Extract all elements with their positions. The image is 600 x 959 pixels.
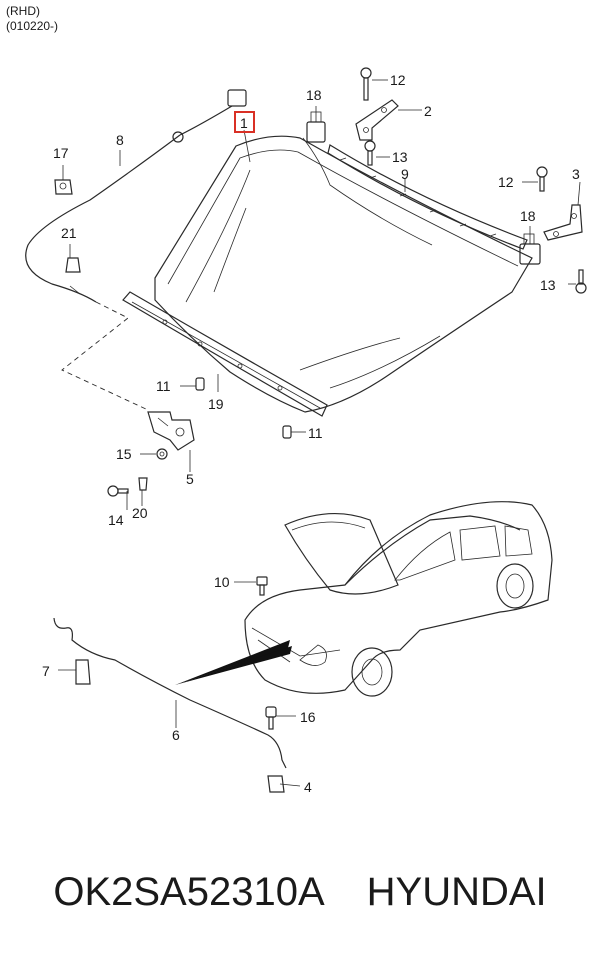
- callout-3[interactable]: 3: [572, 166, 580, 182]
- callout-7[interactable]: 7: [42, 663, 50, 679]
- callout-18-right[interactable]: 18: [520, 208, 536, 224]
- callout-12-right[interactable]: 12: [498, 174, 514, 190]
- bolt-13-left[interactable]: [364, 140, 376, 166]
- grommet-11-upper[interactable]: [195, 377, 205, 391]
- bolt-16[interactable]: [265, 706, 277, 730]
- clip-20[interactable]: [138, 477, 148, 491]
- callout-5[interactable]: 5: [186, 471, 194, 487]
- cable-clip-17[interactable]: [54, 179, 73, 195]
- hood-latch[interactable]: [147, 411, 195, 451]
- hood-weatherstrip[interactable]: [327, 144, 528, 250]
- grommet-11-lower[interactable]: [282, 425, 292, 439]
- footer-caption: OK2SA52310A HYUNDAI: [0, 852, 600, 932]
- callout-10[interactable]: 10: [214, 574, 230, 590]
- variant-label: (RHD): [6, 4, 40, 18]
- callout-8[interactable]: 8: [116, 132, 124, 148]
- callout-19[interactable]: 19: [208, 396, 224, 412]
- callout-4[interactable]: 4: [304, 779, 312, 795]
- callout-13-left[interactable]: 13: [392, 149, 408, 165]
- callout-20[interactable]: 20: [132, 505, 148, 521]
- callout-12-left[interactable]: 12: [390, 72, 406, 88]
- hood-hinge-left[interactable]: [355, 99, 399, 141]
- callout-18-left[interactable]: 18: [306, 87, 322, 103]
- routing-dashed-line: [61, 301, 149, 411]
- clip-4[interactable]: [267, 775, 285, 793]
- callout-11-upper[interactable]: 11: [156, 378, 171, 394]
- front-reinforcement-panel[interactable]: [122, 291, 328, 417]
- callout-6[interactable]: 6: [172, 727, 180, 743]
- callout-17[interactable]: 17: [53, 145, 69, 161]
- leader-lines: [58, 79, 581, 787]
- date-range-label: (010220-): [6, 19, 59, 33]
- hood-hinge-right[interactable]: [543, 204, 583, 241]
- cable-clip-21[interactable]: [65, 257, 81, 273]
- hood-panel[interactable]: [154, 135, 533, 413]
- callout-2[interactable]: 2: [424, 103, 432, 119]
- callout-13-right[interactable]: 13: [540, 277, 556, 293]
- bolt-12-left[interactable]: [360, 67, 372, 101]
- nut-15[interactable]: [156, 448, 168, 460]
- callout-21[interactable]: 21: [61, 225, 77, 241]
- selected-part-highlight: [234, 111, 255, 133]
- callout-15[interactable]: 15: [116, 446, 132, 462]
- callout-11-lower[interactable]: 11: [308, 425, 323, 441]
- parts-diagram: 1 2 3 4 5 6 7 8 9 10 11 11 12 12 13 13 1…: [25, 67, 587, 795]
- brand-name: HYUNDAI: [366, 870, 547, 914]
- callout-16[interactable]: 16: [300, 709, 316, 725]
- hood-release-cable[interactable]: [25, 89, 247, 303]
- bolt-13-right[interactable]: [575, 269, 587, 294]
- callout-14[interactable]: 14: [108, 512, 124, 528]
- bolt-14[interactable]: [107, 485, 129, 497]
- pointer-arrow: [175, 640, 290, 685]
- part-number: OK2SA52310A: [53, 870, 325, 914]
- latch-release-cable[interactable]: [53, 617, 287, 769]
- callout-9[interactable]: 9: [401, 166, 409, 182]
- callout-1[interactable]: 1: [240, 115, 248, 131]
- bolt-10[interactable]: [256, 576, 268, 596]
- cable-bracket-7[interactable]: [75, 659, 91, 685]
- car-illustration: [244, 501, 553, 697]
- bolt-12-right[interactable]: [536, 166, 548, 192]
